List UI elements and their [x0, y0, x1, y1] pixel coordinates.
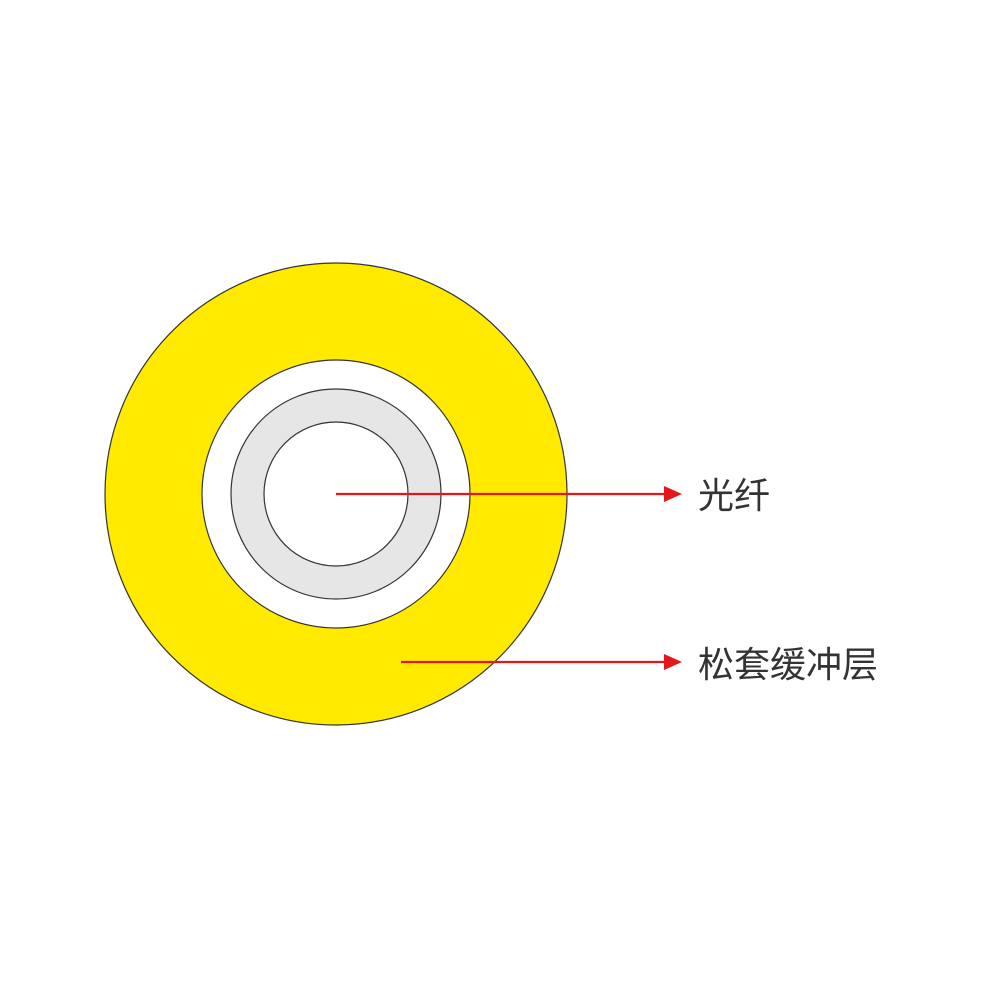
fiber-arrow-head: [664, 486, 682, 502]
buffer-arrow-head: [664, 654, 682, 670]
buffer-callout: 松套缓冲层: [401, 645, 878, 686]
fiber-label: 光纤: [698, 476, 770, 517]
loose-tube-buffer-label: 松套缓冲层: [698, 645, 878, 686]
fiber-callout: 光纤: [336, 476, 770, 517]
